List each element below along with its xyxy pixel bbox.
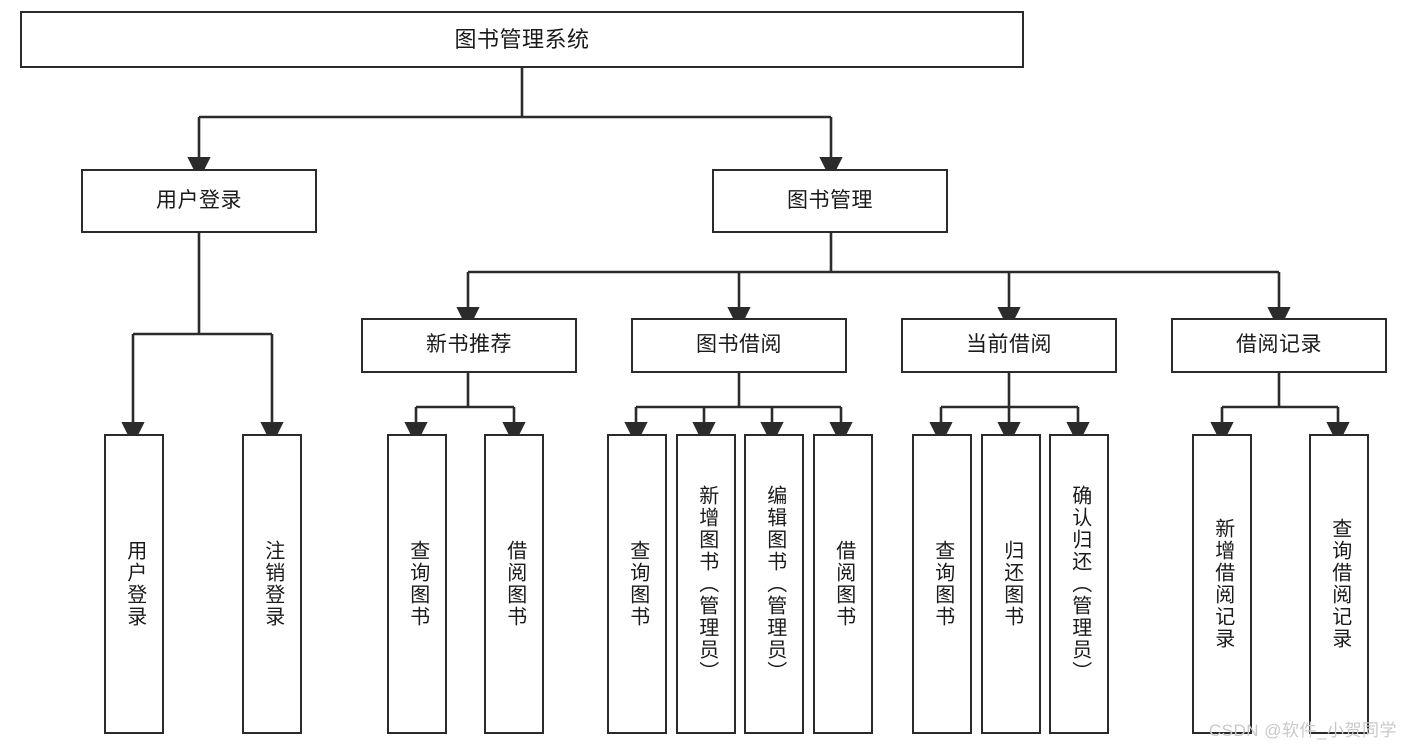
node-label: 借阅图书	[832, 540, 855, 628]
node-label: 当前借阅	[966, 333, 1052, 357]
leaf-query-book-borrow[interactable]: 查询图书	[607, 434, 667, 734]
leaf-confirm-return-admin[interactable]: 确认归还（管理员）	[1049, 434, 1109, 734]
node-label: 确认归还（管理员）	[1068, 485, 1091, 683]
node-book-management[interactable]: 图书管理	[712, 169, 948, 233]
leaf-borrow-book[interactable]: 借阅图书	[813, 434, 873, 734]
node-root-book-management-system[interactable]: 图书管理系统	[20, 11, 1024, 68]
node-label: 新书推荐	[426, 333, 512, 357]
node-label: 查询借阅记录	[1328, 518, 1351, 650]
node-label: 编辑图书（管理员）	[763, 485, 786, 683]
node-label: 用户登录	[123, 540, 146, 628]
node-label: 借阅记录	[1236, 333, 1322, 357]
node-label: 查询图书	[931, 540, 954, 628]
leaf-query-book-recommend[interactable]: 查询图书	[387, 434, 447, 734]
leaf-query-borrow-record[interactable]: 查询借阅记录	[1309, 434, 1369, 734]
leaf-query-book-current[interactable]: 查询图书	[912, 434, 972, 734]
node-label: 归还图书	[1000, 540, 1023, 628]
node-book-borrow[interactable]: 图书借阅	[631, 318, 847, 373]
node-label: 借阅图书	[503, 540, 526, 628]
node-label: 用户登录	[156, 188, 242, 212]
node-label: 新增借阅记录	[1211, 518, 1234, 650]
node-label: 注销登录	[261, 540, 284, 628]
node-label: 图书管理系统	[454, 26, 590, 52]
node-label: 图书管理	[787, 188, 873, 212]
node-label: 查询图书	[626, 540, 649, 628]
leaf-edit-book-admin[interactable]: 编辑图书（管理员）	[744, 434, 804, 734]
node-user-login[interactable]: 用户登录	[81, 169, 317, 233]
node-label: 图书借阅	[696, 333, 782, 357]
leaf-add-book-admin[interactable]: 新增图书（管理员）	[676, 434, 736, 734]
node-new-book-recommend[interactable]: 新书推荐	[361, 318, 577, 373]
node-borrow-record[interactable]: 借阅记录	[1171, 318, 1387, 373]
leaf-user-login[interactable]: 用户登录	[104, 434, 164, 734]
node-label: 查询图书	[406, 540, 429, 628]
leaf-logout-login[interactable]: 注销登录	[242, 434, 302, 734]
csdn-watermark: CSDN @软件_小贺同学	[1208, 721, 1397, 740]
node-label: 新增图书（管理员）	[695, 485, 718, 683]
leaf-return-book[interactable]: 归还图书	[981, 434, 1041, 734]
leaf-add-borrow-record[interactable]: 新增借阅记录	[1192, 434, 1252, 734]
leaf-borrow-book-recommend[interactable]: 借阅图书	[484, 434, 544, 734]
node-current-borrow[interactable]: 当前借阅	[901, 318, 1117, 373]
